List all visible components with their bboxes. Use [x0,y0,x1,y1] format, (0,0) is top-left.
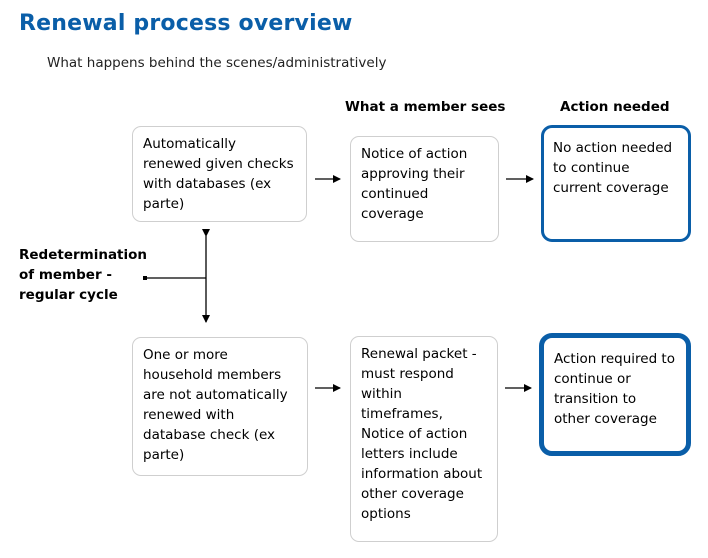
page-subtitle: What happens behind the scenes/administr… [47,55,387,71]
column-header-member-sees: What a member sees [345,99,506,115]
no-action-needed-box: No action needed to continue current cov… [541,125,691,242]
column-header-action-needed: Action needed [560,99,670,115]
page-title: Renewal process overview [19,11,353,36]
renewal-packet-box: Renewal packet - must respond within tim… [350,336,498,542]
notice-approval-box: Notice of action approving their continu… [350,136,499,242]
action-required-box: Action required to continue or transitio… [539,333,691,456]
redetermination-label: Redetermination of member - regular cycl… [19,247,148,303]
not-auto-renewed-box: One or more household members are not au… [132,337,308,476]
auto-renewed-box: Automatically renewed given checks with … [132,126,307,222]
connector-dot [143,276,147,280]
